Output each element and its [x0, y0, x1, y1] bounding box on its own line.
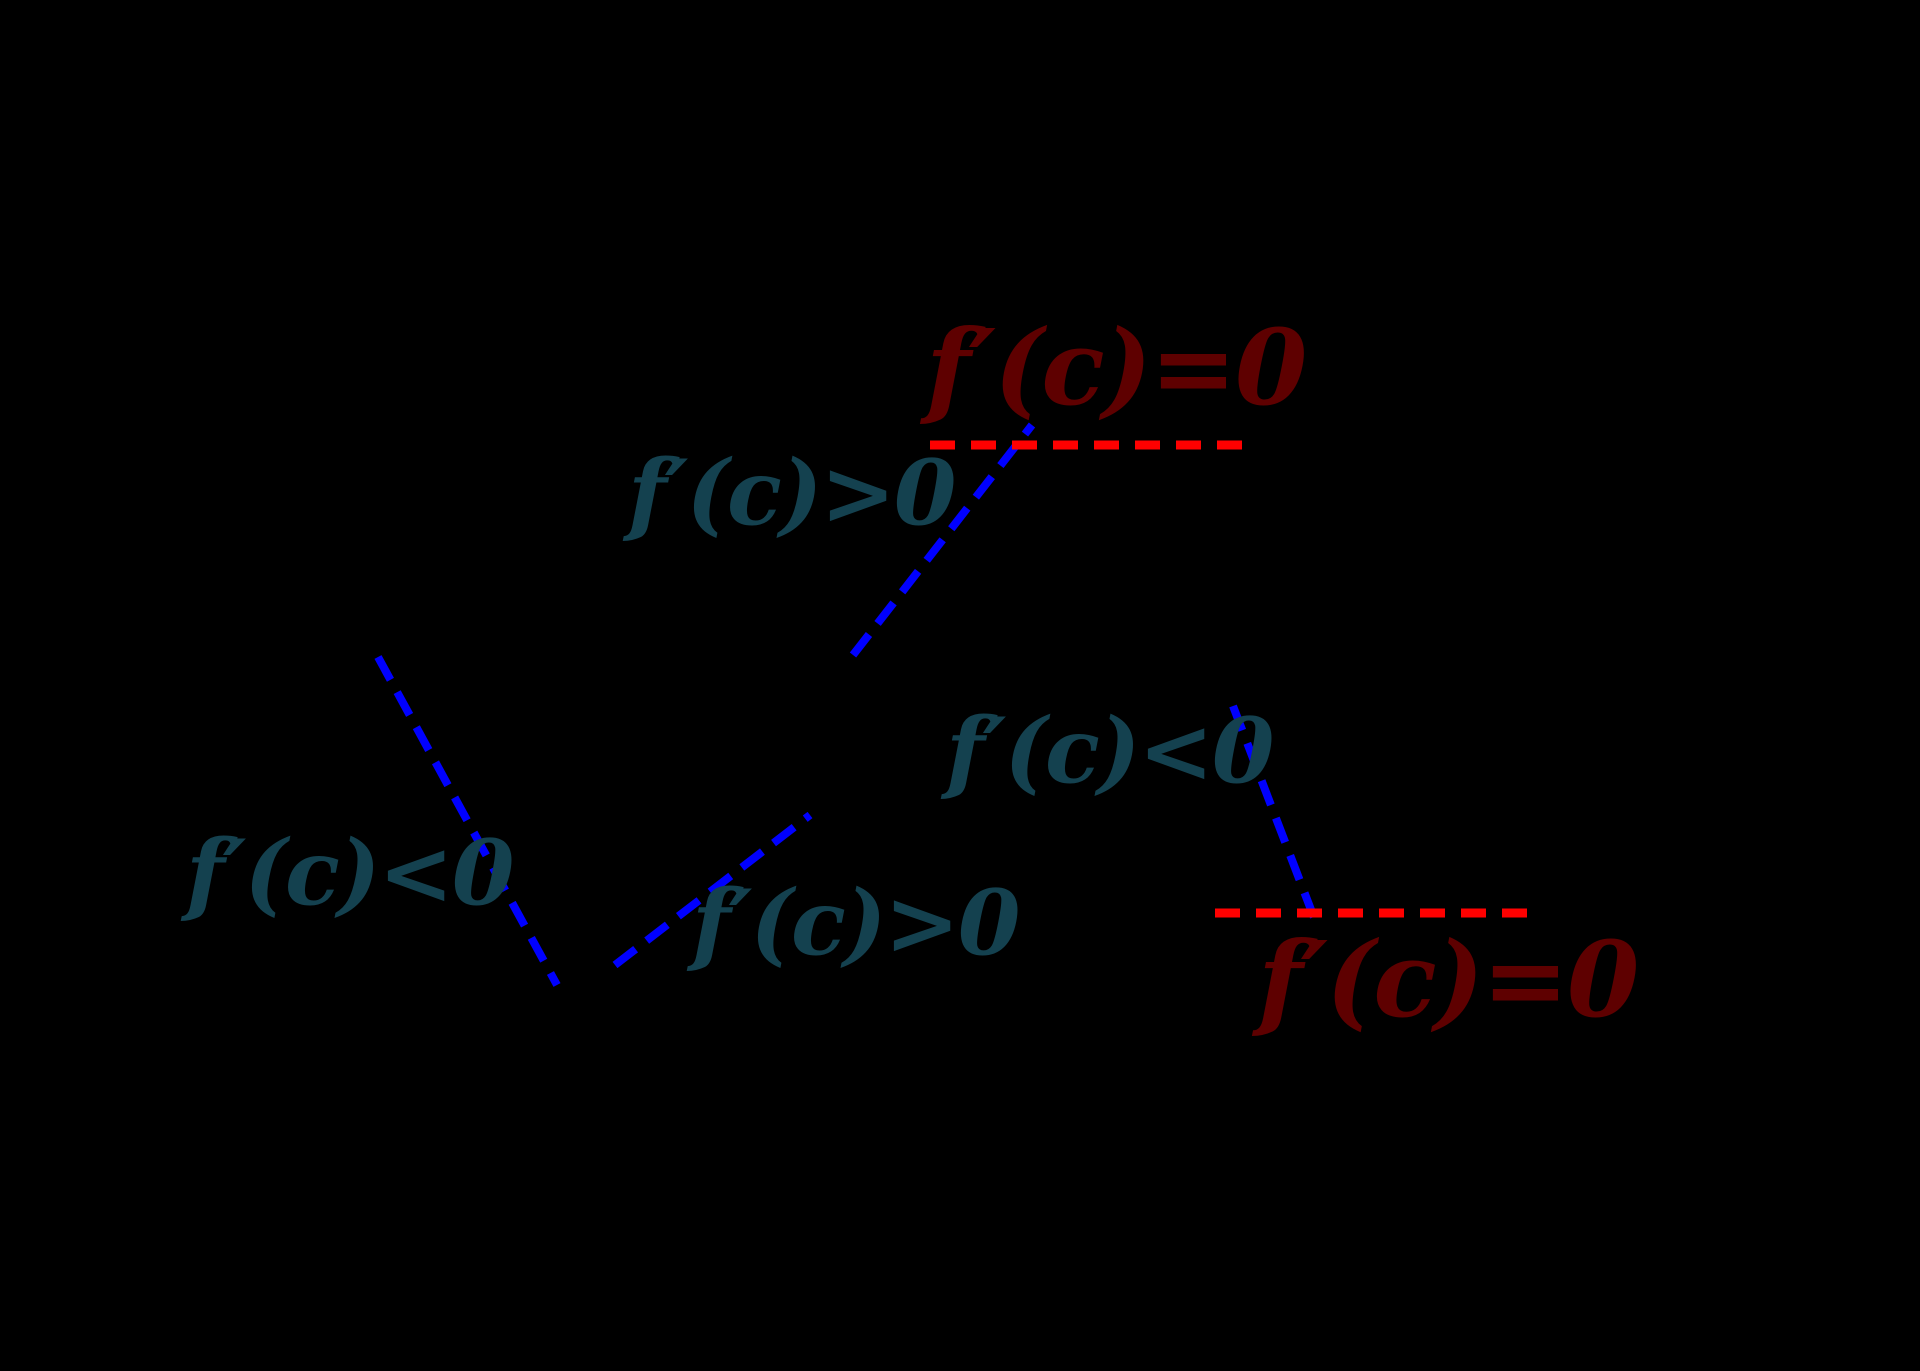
- tangent-increasing-after-min: [612, 811, 813, 969]
- label-slope-positive-before-max: f′(c)>0: [628, 440, 956, 546]
- label-slope-positive-after-min: f′(c)>0: [692, 870, 1020, 976]
- label-slope-zero-at-max: f′(c)=0: [926, 306, 1307, 429]
- label-slope-zero-at-min: f′(c)=0: [1258, 918, 1639, 1041]
- tangent-decreasing-left: [374, 655, 561, 987]
- tangent-increasing-before-max: [849, 422, 1036, 658]
- label-slope-negative-right: f′(c)<0: [946, 698, 1274, 804]
- label-slope-negative-left: f′(c)<0: [186, 820, 514, 926]
